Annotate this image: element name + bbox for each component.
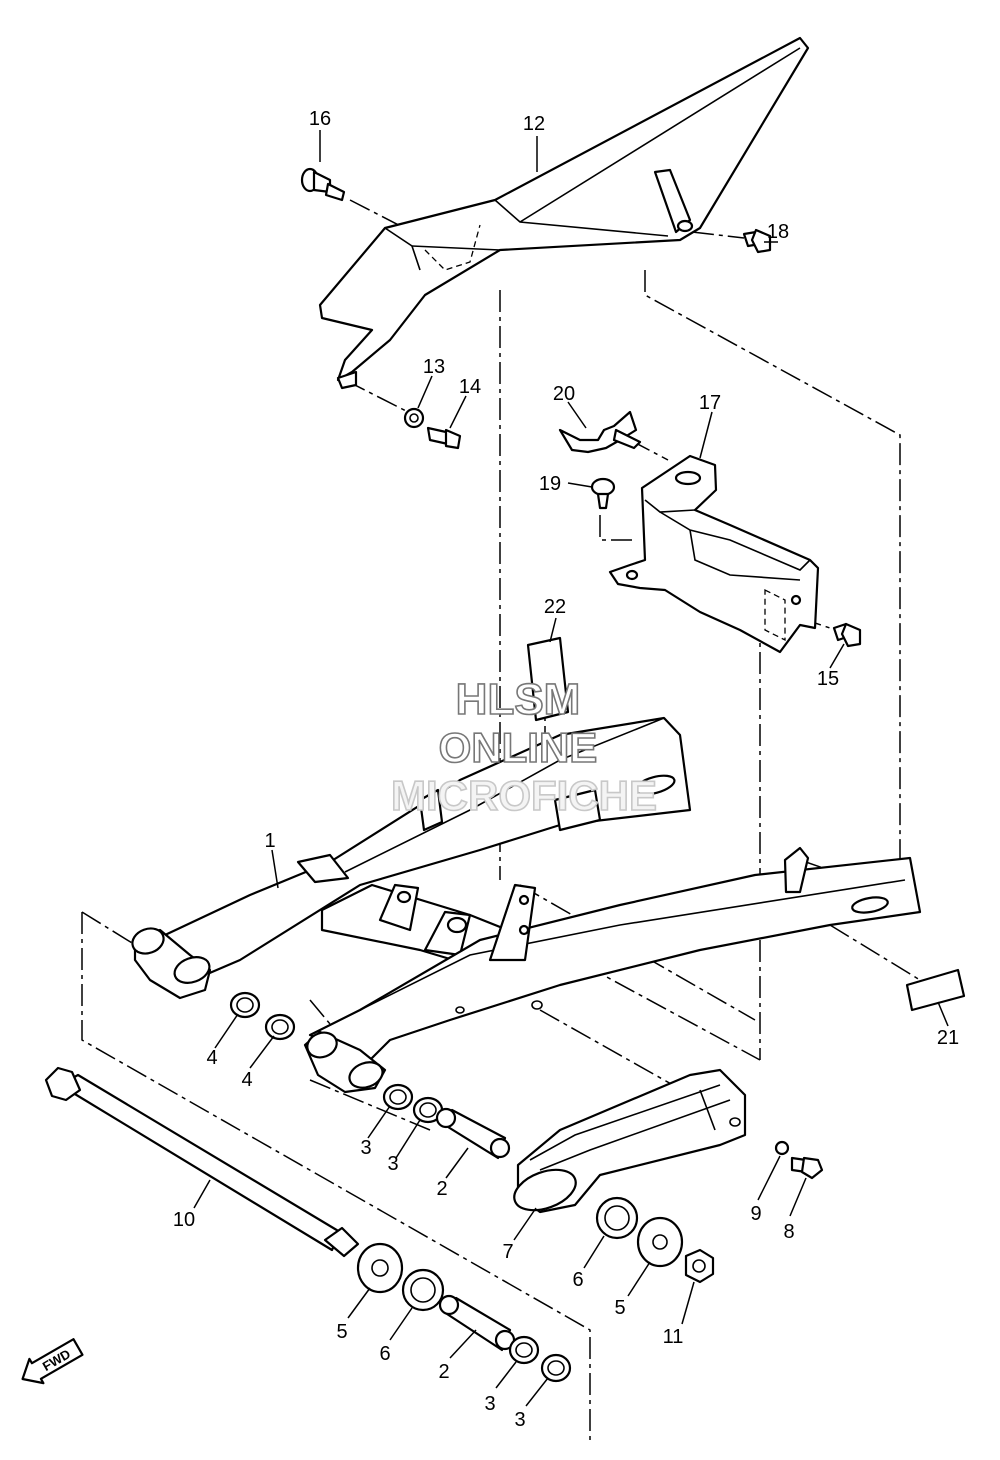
label-21: [905, 968, 966, 1012]
swingarm: [131, 716, 922, 1094]
seal-6-upper: [595, 1196, 639, 1240]
callout-7: 7: [502, 1241, 513, 1263]
rivet-19: [590, 477, 616, 510]
pivot-shaft-10: [44, 1066, 360, 1258]
bolt-8: [790, 1156, 824, 1180]
watermark-line1: HLSM: [456, 675, 581, 724]
bolt-18: [742, 228, 772, 254]
clamp-20: [558, 410, 642, 454]
bracket-17: [608, 454, 820, 654]
callout-19: 19: [539, 473, 561, 495]
callout-11: 11: [663, 1326, 684, 1348]
bolt-15: [832, 622, 862, 648]
bushing-4-lower: [264, 1013, 296, 1041]
bolt-16: [300, 167, 346, 202]
label-22: [526, 636, 570, 722]
chain-case: [318, 36, 810, 390]
callout-8: 8: [783, 1221, 794, 1243]
callout-20: 20: [553, 383, 575, 405]
bushing-3-d: [540, 1353, 572, 1383]
bushing-3-c: [508, 1335, 540, 1365]
callout-3: 3: [484, 1393, 495, 1415]
chain-guide-7: [513, 1068, 747, 1214]
callout-9: 9: [750, 1203, 761, 1225]
bolt-14: [426, 426, 462, 450]
collar-2-upper: [435, 1107, 511, 1160]
callout-4: 4: [241, 1069, 252, 1091]
callout-15: 15: [817, 668, 839, 690]
collar-2-lower: [438, 1294, 516, 1352]
fwd-badge: FWD: [21, 1338, 84, 1385]
callout-16: 16: [309, 108, 331, 130]
callout-labels: 1 2 2 3 3 3 3 4 4 5 5 6 6 7 8 9 10 11 12…: [173, 108, 959, 1431]
watermark-line2: ONLINE: [439, 724, 598, 771]
callout-3: 3: [360, 1137, 371, 1159]
callout-6: 6: [379, 1343, 390, 1365]
callout-13: 13: [423, 356, 445, 378]
washer-5-upper: [636, 1216, 684, 1268]
callout-14: 14: [459, 376, 481, 398]
nut-11: [684, 1248, 715, 1284]
callout-12: 12: [523, 113, 545, 135]
washer-9: [774, 1140, 790, 1156]
callout-5: 5: [614, 1297, 625, 1319]
callout-10: 10: [173, 1209, 195, 1231]
callout-2: 2: [438, 1361, 449, 1383]
bushing-4-upper: [229, 991, 261, 1019]
callout-21: 21: [937, 1027, 959, 1049]
callout-18: 18: [767, 221, 789, 243]
watermark: HLSM ONLINE MICROFICHE: [390, 674, 658, 820]
collar-13: [403, 407, 425, 429]
callout-3: 3: [514, 1409, 525, 1431]
callout-6: 6: [572, 1269, 583, 1291]
seal-6-lower: [401, 1268, 445, 1312]
bushing-3-a: [382, 1083, 414, 1111]
watermark-line3: MICROFICHE: [391, 772, 657, 819]
callout-3: 3: [387, 1153, 398, 1175]
callout-4: 4: [206, 1047, 217, 1069]
callout-5: 5: [336, 1321, 347, 1343]
leader-lines: [193, 130, 949, 1407]
callout-17: 17: [699, 392, 721, 414]
callout-2: 2: [436, 1178, 447, 1200]
forward-arrow-icon: [21, 1338, 84, 1385]
callout-1: 1: [264, 830, 275, 852]
callout-22: 22: [544, 596, 566, 618]
washer-5-lower: [356, 1242, 404, 1294]
